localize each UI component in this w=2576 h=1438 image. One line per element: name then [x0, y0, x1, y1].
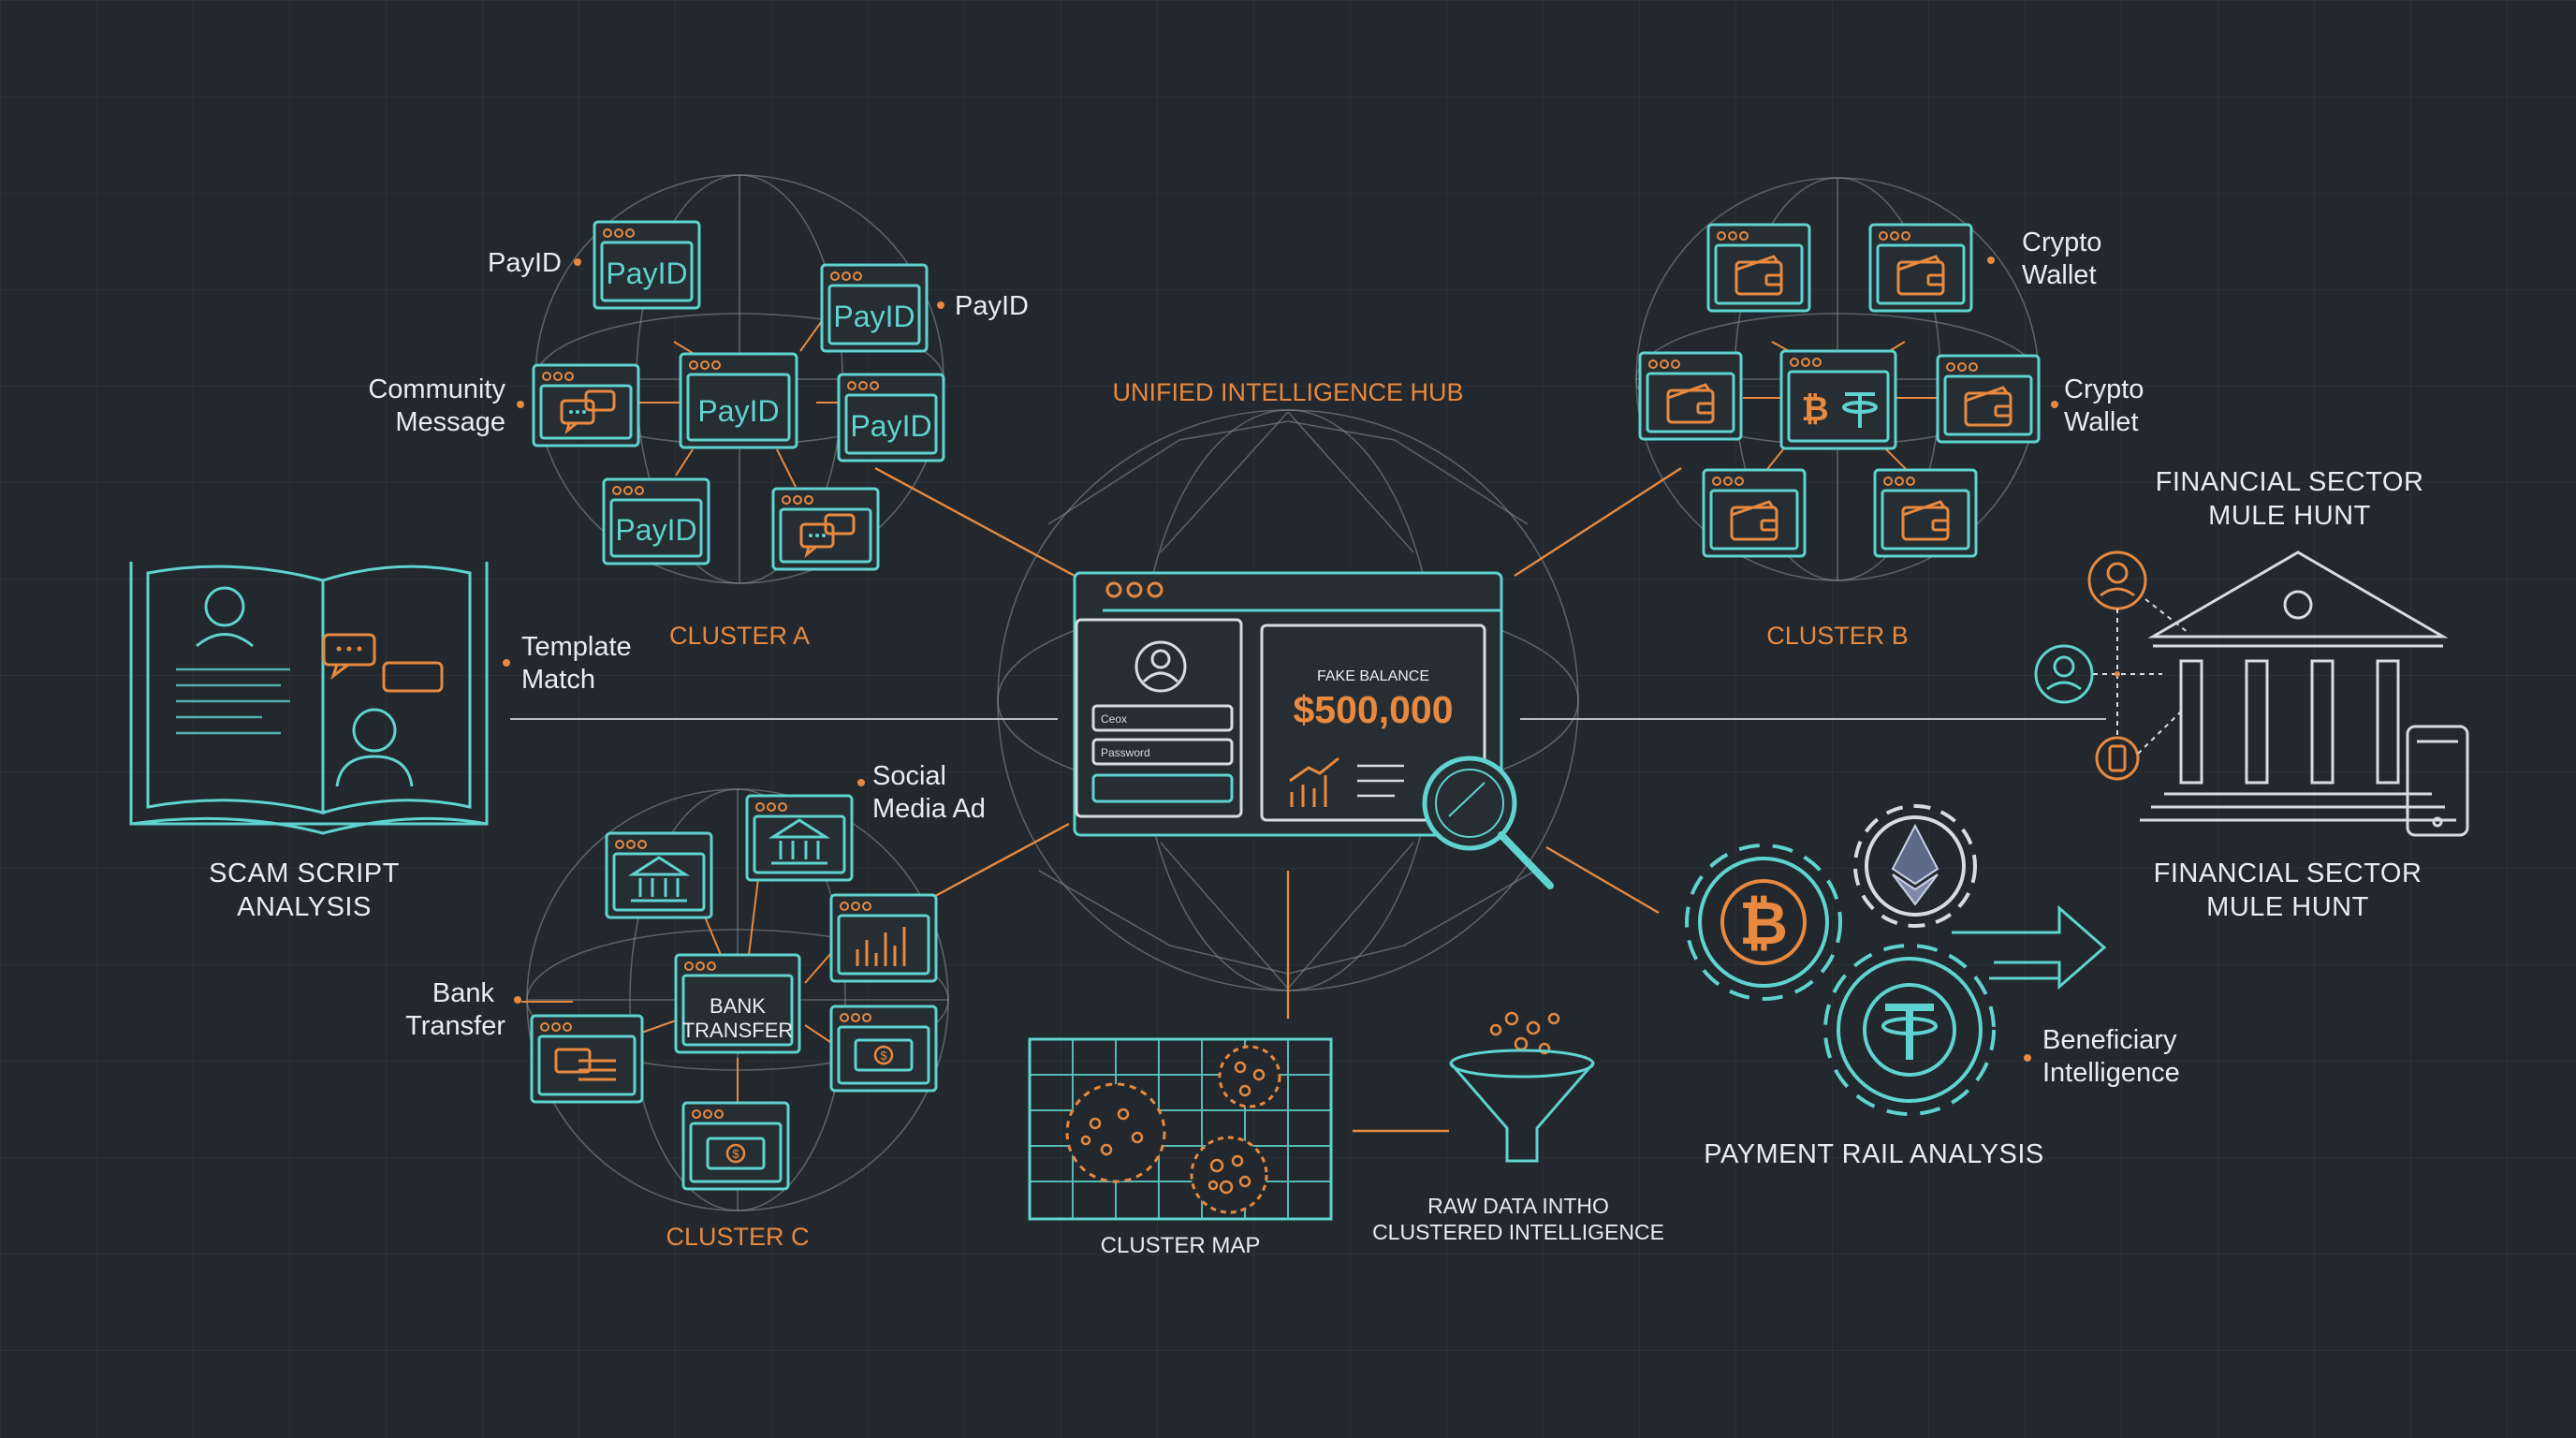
svg-text:PayID: PayID [606, 257, 687, 290]
financial-title-top: FINANCIAL SECTOR [2156, 467, 2424, 497]
tether-gear-icon [1823, 944, 1996, 1116]
label-wallet: Wallet [2064, 407, 2139, 437]
balance-panel: FAKE BALANCE $500,000 [1260, 624, 1486, 822]
cluster-a-title: CLUSTER A [669, 622, 810, 650]
chat-bubbles-icon [322, 633, 444, 693]
svg-text:PayID: PayID [850, 409, 931, 443]
cash-node[interactable] [829, 1005, 938, 1093]
scam-script-book: SCAM SCRIPT ANALYSIS Template Match [129, 562, 632, 922]
mule-person-icon [2034, 644, 2094, 704]
svg-text:Password: Password [1101, 746, 1150, 759]
flow-arrow-icon [1952, 904, 2107, 990]
label-transfer: Transfer [405, 1011, 505, 1041]
financial-title-bottom: FINANCIAL SECTOR [2154, 858, 2422, 888]
magnifier-icon [1422, 756, 1554, 889]
label-bank: Bank [432, 978, 495, 1008]
message-node[interactable] [771, 487, 880, 571]
bank-node[interactable] [605, 831, 713, 919]
svg-text:Ceox: Ceox [1101, 712, 1127, 726]
label-crypto: Crypto [2064, 374, 2144, 404]
bitcoin-gear-icon: ₿ [1685, 844, 1842, 1001]
svg-text:BANK: BANK [710, 994, 766, 1018]
cluster-c-title: CLUSTER C [666, 1223, 809, 1251]
funnel-icon [1449, 1049, 1595, 1163]
username-field[interactable] [1091, 704, 1234, 732]
svg-text:₿: ₿ [1739, 889, 1788, 957]
label-beneficiary: Beneficiary [2042, 1025, 2177, 1055]
label-crypto: Crypto [2022, 227, 2101, 257]
connector-lines [510, 466, 2106, 1133]
label-payid: PayID [955, 291, 1029, 321]
trend-chart-icon [1289, 756, 1339, 807]
cluster-b: ₿ Crypto Wallet Crypto Wallet CLUSTER B [1638, 223, 2144, 650]
svg-text:PayID: PayID [697, 394, 779, 428]
funnel-title: RAW DATA INTHO [1427, 1194, 1609, 1218]
bank-building-icon [2140, 550, 2456, 822]
login-button[interactable] [1091, 773, 1234, 803]
wallet-node[interactable] [1706, 223, 1811, 313]
agent-icon [196, 586, 254, 648]
cluster-a: PayID PayID PayID PayID PayID [368, 220, 1029, 650]
label-message: Message [395, 407, 505, 437]
mobile-device-icon [2095, 736, 2140, 781]
label-social: Social [872, 761, 946, 791]
mule-person-icon [2087, 550, 2147, 610]
fake-balance-label: FAKE BALANCE [1317, 668, 1429, 684]
bitcoin-icon: ₿ [1801, 389, 1828, 428]
login-panel: Ceox Password [1075, 618, 1243, 818]
wallet-node[interactable] [1702, 468, 1807, 558]
payid-node[interactable]: PayID [820, 263, 929, 353]
funnel: RAW DATA INTHO CLUSTERED INTELLIGENCE [1372, 1011, 1664, 1244]
unified-hub: UNIFIED INTELLIGENCE HUB Ceox Password F… [1073, 378, 1554, 889]
hub-window[interactable] [1073, 571, 1503, 837]
bank-transfer-node[interactable]: BANK TRANSFER [674, 953, 801, 1054]
ethereum-gear-icon [1853, 804, 1977, 928]
wallet-node[interactable] [1638, 351, 1743, 441]
tether-icon [1842, 392, 1878, 428]
cluster-c: BANK TRANSFER Social Media Ad Bank Trans… [405, 761, 986, 1251]
funnel-title-2: CLUSTERED INTELLIGENCE [1372, 1220, 1664, 1244]
invoice-node[interactable] [530, 1014, 644, 1104]
label-payid: PayID [488, 248, 562, 278]
crypto-hub-node[interactable]: ₿ [1779, 349, 1897, 450]
message-node[interactable] [532, 363, 640, 448]
hub-title: UNIFIED INTELLIGENCE HUB [1112, 378, 1463, 406]
label-wallet: Wallet [2022, 260, 2097, 290]
cluster-b-title: CLUSTER B [1766, 622, 1909, 650]
svg-text:PayID: PayID [615, 513, 696, 547]
cluster-map: CLUSTER MAP [1028, 1037, 1333, 1258]
scam-script-title: SCAM SCRIPT [209, 858, 400, 888]
wallet-node[interactable] [1868, 223, 1973, 313]
wallet-node[interactable] [1873, 468, 1978, 558]
chart-node[interactable] [829, 893, 938, 983]
payment-rail-title: PAYMENT RAIL ANALYSIS [1704, 1139, 2043, 1169]
phone-icon [2406, 725, 2469, 837]
financial-title-top-2: MULE HUNT [2208, 501, 2371, 531]
wallet-node[interactable] [1936, 354, 2041, 444]
scam-script-title-2: ANALYSIS [237, 892, 372, 922]
password-field[interactable] [1091, 738, 1234, 766]
user-icon [1134, 640, 1187, 693]
payid-node[interactable]: PayID [679, 352, 798, 449]
label-community: Community [368, 374, 505, 404]
financial-sector: FINANCIAL SECTOR MULE HUNT [2034, 467, 2469, 922]
label-media-ad: Media Ad [872, 794, 986, 824]
payid-node[interactable]: PayID [837, 373, 945, 462]
fake-balance-value: $500,000 [1293, 688, 1453, 731]
svg-text:TRANSFER: TRANSFER [682, 1019, 794, 1042]
label-match: Match [521, 665, 595, 695]
label-template: Template [521, 632, 632, 662]
bank-node[interactable] [745, 794, 854, 882]
payment-rail: ₿ Beneficiary Intelligence PAYMENT RAIL … [1685, 804, 2180, 1169]
cluster-map-title: CLUSTER MAP [1101, 1233, 1261, 1258]
person-icon [335, 708, 414, 787]
svg-text:PayID: PayID [833, 300, 915, 333]
payid-node[interactable]: PayID [593, 220, 701, 310]
label-intelligence: Intelligence [2042, 1058, 2180, 1088]
cash-node[interactable] [681, 1101, 790, 1191]
financial-title-bottom-2: MULE HUNT [2206, 892, 2369, 922]
payid-node[interactable]: PayID [602, 477, 710, 565]
